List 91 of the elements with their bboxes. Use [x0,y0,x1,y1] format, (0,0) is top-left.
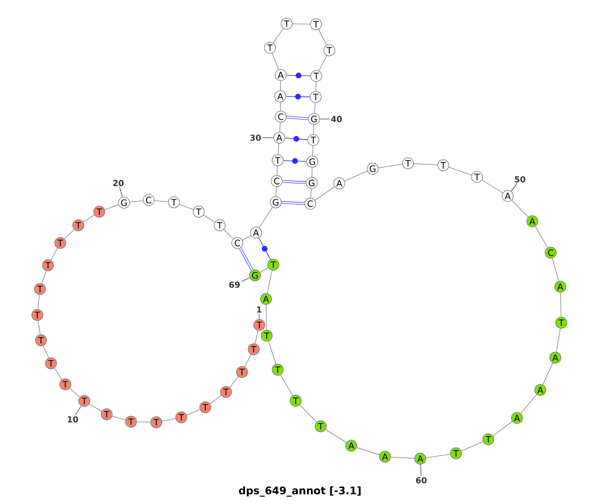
backbone-line [534,226,548,248]
position-number: 1 [257,306,262,313]
backbone-line [179,204,194,210]
position-number: 69 [229,282,240,288]
backbone-line [279,122,281,132]
backbone-line [54,368,62,380]
leader-line [510,183,518,192]
backbone-line [43,345,49,358]
backbone-line [414,163,438,166]
base-pair-line [286,94,310,100]
backbone-line [112,416,126,420]
backbone-line [552,258,560,282]
backbone-line [390,456,415,459]
backbone-line [482,180,504,194]
backbone-line [244,354,252,368]
backbone-line [130,200,144,202]
backbone-line [310,188,312,198]
backbone-line [154,200,168,202]
backbone-line [344,170,368,182]
backbone-line [266,270,272,294]
backbone-line [314,186,335,201]
base-pair-line [282,201,304,205]
backbone-line [299,404,317,422]
base-pair-line [282,180,306,184]
backbone-line [186,409,200,416]
backbone-line [312,146,314,156]
backbone-line [42,270,46,284]
backbone-line [242,235,252,240]
leader-line [119,186,123,198]
base-pair-line [284,136,308,142]
base-pair-line [283,158,307,164]
backbone-line [461,441,484,452]
backbone-line [64,229,74,240]
backbone-line [280,80,281,91]
backbone-line [50,248,58,260]
backbone-line [69,388,80,398]
base-pair-line [286,72,311,78]
backbone-line [280,102,281,112]
backbone-line [278,143,280,155]
backbone-line [276,166,278,176]
backbone-line [313,124,314,134]
backbone-line [560,292,562,318]
backbone-line [492,421,513,436]
base-pair-line [286,116,308,120]
position-number: 30 [250,134,261,141]
backbone-line [254,330,258,344]
leader-line [258,313,260,320]
position-number: 10 [68,416,78,422]
backbone-line [325,429,347,443]
backbone-line [104,204,119,210]
backbone-line [273,28,284,44]
backbone-line [292,24,310,25]
leader-line [320,118,330,120]
backbone-line [210,395,222,404]
backbone-line [276,186,277,197]
backbone-line [542,362,554,385]
backbone-line [272,52,279,70]
leader-line [262,137,274,138]
leader-line [241,277,250,282]
backbone-line [38,320,40,335]
position-number: 60 [416,477,427,484]
backbone-line [162,418,176,422]
leader-line [420,464,422,476]
backbone-line [280,374,294,396]
position-number: 40 [331,116,342,122]
backbone-line [556,328,561,352]
backbone-line [318,55,327,72]
backbone-line [268,340,276,364]
backbone-line [426,454,450,458]
backbone-line [318,29,327,46]
backbone-line [260,267,269,273]
backbone-line [229,376,239,388]
leader-line [75,406,82,416]
backbone-line [356,447,380,456]
position-number: 20 [113,180,124,186]
backbone-line [203,214,216,222]
backbone-line [38,294,40,310]
caption: dps_649_annot [-3.1] [238,486,361,497]
backbone-line [224,229,234,240]
backbone-line [258,206,273,228]
base-pair-line [258,238,271,260]
backbone-line [378,164,402,168]
backbone-line [89,404,102,412]
backbone-line [314,102,316,114]
backbone-line [448,166,472,176]
backbone-line [82,214,95,222]
backbone-line [520,394,537,414]
backbone-line [266,304,267,330]
position-number: 50 [514,176,526,182]
backbone-line [511,200,529,218]
base-pair-line [239,248,254,271]
